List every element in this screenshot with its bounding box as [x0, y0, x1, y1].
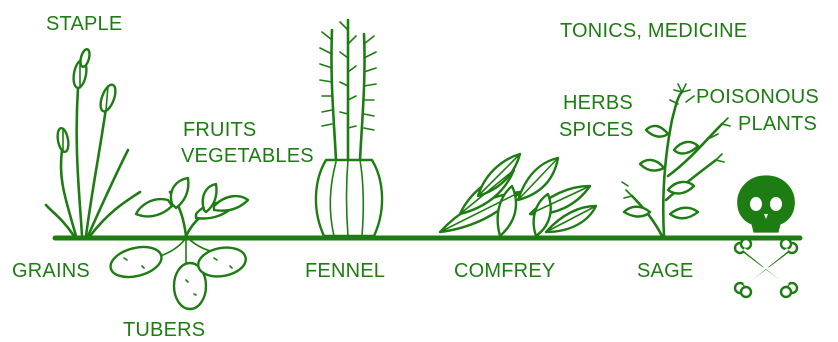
label-herbs: HERBS [563, 91, 633, 115]
label-fennel: FENNEL [305, 259, 385, 283]
label-tonics-medicine: TONICS, MEDICINE [560, 19, 747, 43]
label-fruits: FRUITS [183, 118, 256, 142]
label-comfrey: COMFREY [454, 259, 555, 283]
label-staple: STAPLE [46, 12, 122, 36]
label-grains: GRAINS [12, 259, 90, 283]
tuber-plant-icon [107, 178, 248, 309]
label-vegetables: VEGETABLES [181, 144, 314, 168]
label-spices: SPICES [559, 118, 634, 142]
fennel-plant-icon [316, 20, 382, 236]
label-plants: PLANTS [738, 112, 817, 136]
label-tubers: TUBERS [123, 318, 205, 342]
label-sage: SAGE [637, 259, 693, 283]
grain-plant-icon [46, 48, 140, 236]
label-poisonous: POISONOUS [696, 85, 819, 109]
comfrey-plant-icon [440, 154, 596, 236]
